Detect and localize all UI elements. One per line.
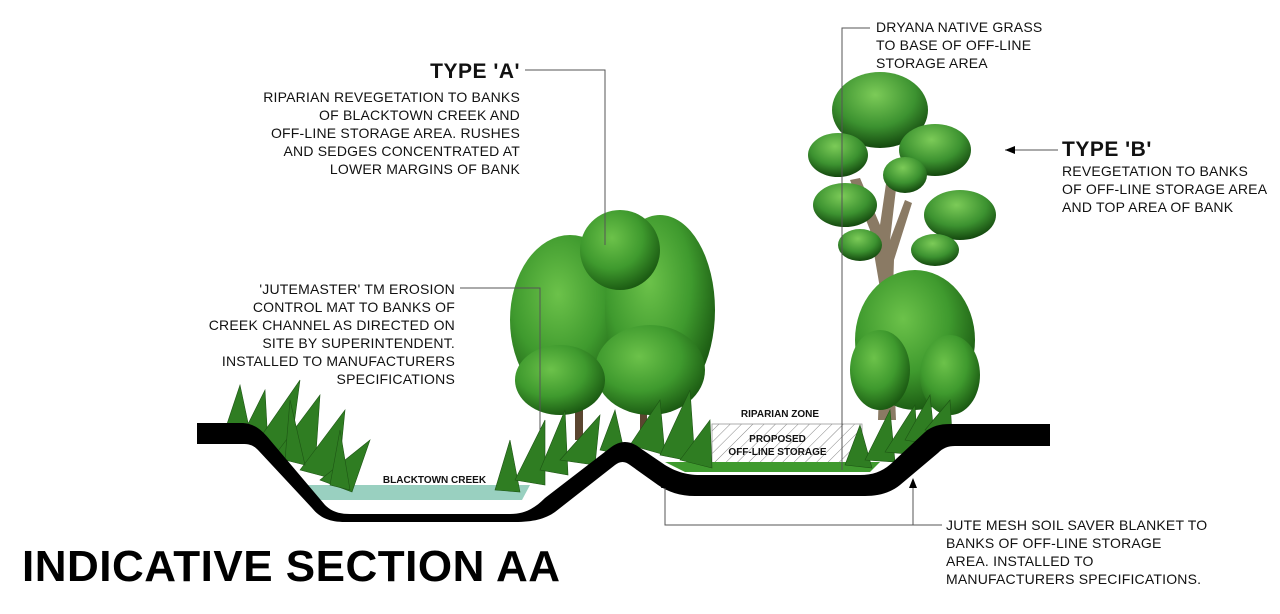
section-title: INDICATIVE SECTION AA (22, 542, 561, 591)
ground-profile (197, 423, 1050, 522)
creek-label: BLACKTOWN CREEK (382, 475, 487, 486)
jute-mesh-line: AREA. INSTALLED TO (946, 553, 1094, 569)
dryana-line: DRYANA NATIVE GRASS (876, 19, 1043, 35)
dryana-line: STORAGE AREA (876, 55, 988, 71)
type-a-note: TYPE 'A' RIPARIAN REVEGETATION TO BANKS … (245, 60, 520, 178)
proposed-label: PROPOSED (749, 434, 806, 445)
jutemaster-line: SITE BY SUPERINTENDENT. (262, 335, 455, 351)
type-a-line: RIPARIAN REVEGETATION TO BANKS (263, 89, 520, 105)
type-a-line: LOWER MARGINS OF BANK (329, 161, 520, 177)
leader-lines (460, 27, 1058, 526)
type-b-line: AND TOP AREA OF BANK (1062, 199, 1234, 215)
jutemaster-line: INSTALLED TO MANUFACTURERS (221, 353, 455, 369)
arrowheads (661, 146, 1015, 488)
shrub-type-b (850, 270, 980, 415)
offline-storage-label: OFF-LINE STORAGE (728, 447, 827, 458)
dryana-line: TO BASE OF OFF-LINE (876, 37, 1032, 53)
sedges-left-bank (224, 379, 371, 493)
type-a-line: OF BLACKTOWN CREEK AND (319, 107, 520, 123)
jute-mesh-line: MANUFACTURERS SPECIFICATIONS. (946, 571, 1202, 587)
jutemaster-line: SPECIFICATIONS (336, 371, 455, 387)
jute-mesh-note: JUTE MESH SOIL SAVER BLANKET TO BANKS OF… (946, 516, 1236, 588)
type-a-line: OFF-LINE STORAGE AREA. RUSHES (270, 125, 520, 141)
jutemaster-note: 'JUTEMASTER' TM EROSION CONTROL MAT TO B… (190, 280, 455, 388)
type-a-heading: TYPE 'A' (430, 60, 520, 83)
riparian-zone-hatch (711, 423, 863, 469)
type-b-heading: TYPE 'B' (1062, 138, 1152, 161)
dryana-note: DRYANA NATIVE GRASS TO BASE OF OFF-LINE … (876, 18, 1096, 72)
jutemaster-line: CONTROL MAT TO BANKS OF (252, 299, 455, 315)
sedges-centre-bank (494, 389, 713, 493)
jutemaster-line: 'JUTEMASTER' TM EROSION (259, 281, 455, 297)
type-b-line: OF OFF-LINE STORAGE AREA (1062, 181, 1268, 197)
tall-tree-type-b (808, 72, 996, 420)
jutemaster-line: CREEK CHANNEL AS DIRECTED ON (208, 317, 455, 333)
riparian-zone-label: RIPARIAN ZONE (740, 409, 820, 420)
type-b-line: REVEGETATION TO BANKS (1062, 163, 1248, 179)
storage-grass-base (665, 462, 880, 472)
creek-water (305, 485, 530, 500)
jute-mesh-line: JUTE MESH SOIL SAVER BLANKET TO (946, 517, 1208, 533)
type-b-note: TYPE 'B' REVEGETATION TO BANKS OF OFF-LI… (1062, 138, 1277, 216)
jute-mesh-line: BANKS OF OFF-LINE STORAGE (946, 535, 1162, 551)
tree-type-a (510, 210, 715, 440)
type-a-line: AND SEDGES CONCENTRATED AT (283, 143, 520, 159)
